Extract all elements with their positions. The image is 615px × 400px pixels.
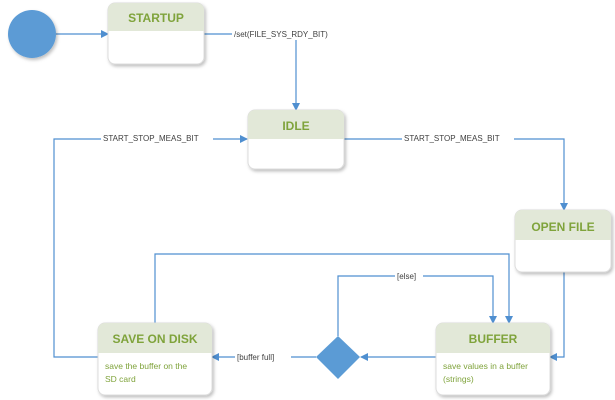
edge-idle-to-open-file [344,138,568,211]
state-open-file: OPEN FILE [514,209,612,273]
edge-open-file-to-buffer [549,272,565,361]
initial-node [8,10,56,58]
state-open-file-title: OPEN FILE [531,220,594,234]
state-startup: STARTUP [107,2,205,65]
state-save-on-disk-title: SAVE ON DISK [112,332,197,346]
edge-label-idle-to-open-file: START_STOP_MEAS_BIT [404,134,500,143]
state-save-on-disk-action-line1: save the buffer on the [105,361,187,371]
decision-node [316,336,360,379]
edge-label-buffer-full: [buffer full] [237,353,274,362]
edge-label-else: [else] [397,272,416,281]
state-save-on-disk: SAVE ON DISK save the buffer on the SD c… [97,322,213,396]
state-idle-title: IDLE [282,119,309,133]
state-buffer-title: BUFFER [469,332,518,346]
state-idle: IDLE [247,109,345,170]
state-buffer-action-line1: save values in a buffer [443,361,528,371]
edge-startup-to-idle [204,33,300,111]
state-buffer-action-line2: (strings) [443,374,474,384]
state-buffer: BUFFER save values in a buffer (strings) [435,322,551,396]
edge-label-set-file-sys-rdy-bit: /set(FILE_SYS_RDY_BIT) [234,30,328,39]
state-save-on-disk-action-line2: SD card [105,374,136,384]
edge-label-save-to-idle: START_STOP_MEAS_BIT [103,134,199,143]
state-startup-title: STARTUP [128,11,184,25]
edge-save-on-disk-to-buffer [154,253,513,324]
